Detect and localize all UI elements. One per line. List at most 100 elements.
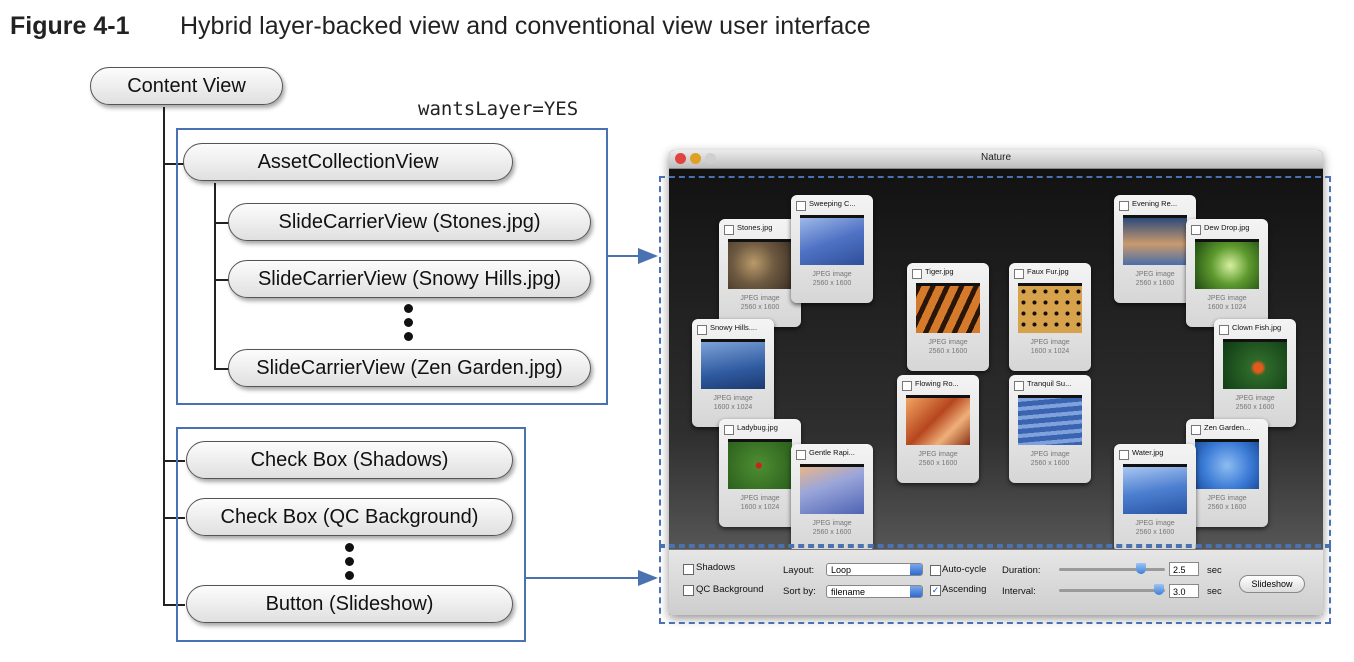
close-button[interactable] xyxy=(675,153,686,164)
slide-thumbnail xyxy=(728,439,792,489)
duration-slider-knob[interactable] xyxy=(1136,563,1146,574)
slide-checkbox[interactable] xyxy=(912,269,922,279)
slide-dimensions: 1600 x 1024 xyxy=(1207,304,1247,311)
slide-checkbox[interactable] xyxy=(697,325,707,335)
wants-layer-label: wantsLayer=YES xyxy=(418,98,579,120)
interval-field[interactable]: 3.0 xyxy=(1169,584,1199,598)
auto-cycle-checkbox[interactable] xyxy=(930,565,941,576)
qc-background-checkbox[interactable] xyxy=(683,585,694,596)
slide-carrier[interactable]: Flowing Ro... JPEG image 2560 x 1600 xyxy=(897,375,979,483)
slide-name: Zen Garden... xyxy=(1204,423,1251,432)
slide-carrier[interactable]: Tranquil Su... JPEG image 2560 x 1600 xyxy=(1009,375,1091,483)
slide-name: Snowy Hills.... xyxy=(710,323,758,332)
slide-dimensions: 1600 x 1024 xyxy=(740,504,780,511)
slide-checkbox[interactable] xyxy=(796,201,806,211)
slide-thumbnail xyxy=(1195,239,1259,289)
ellipsis-dot xyxy=(404,304,413,313)
slide-name: Flowing Ro... xyxy=(915,379,959,388)
slide-dimensions: 1600 x 1024 xyxy=(713,404,753,411)
slide-type: JPEG image xyxy=(1030,451,1070,458)
slide-thumbnail xyxy=(701,339,765,389)
sort-popup[interactable]: filename xyxy=(826,585,923,598)
window-title: Nature xyxy=(980,152,1011,163)
slide-checkbox[interactable] xyxy=(724,425,734,435)
slide-name: Tiger.jpg xyxy=(925,267,954,276)
slide-name: Gentle Rapi... xyxy=(809,448,855,457)
slide-checkbox[interactable] xyxy=(796,450,806,460)
conventional-frame xyxy=(176,427,526,642)
layer-backed-frame xyxy=(176,128,608,405)
slide-checkbox[interactable] xyxy=(1014,381,1024,391)
layout-label: Layout: xyxy=(783,565,815,576)
layout-popup[interactable]: Loop xyxy=(826,563,923,576)
zoom-button[interactable] xyxy=(705,153,716,164)
slide-carrier[interactable]: Snowy Hills.... JPEG image 1600 x 1024 xyxy=(692,319,774,427)
interval-slider-track[interactable] xyxy=(1059,589,1165,592)
slideshow-button[interactable]: Slideshow xyxy=(1239,575,1305,593)
slide-name: Faux Fur.jpg xyxy=(1027,267,1069,276)
slide-type: JPEG image xyxy=(713,395,753,402)
slide-dimensions: 2560 x 1600 xyxy=(740,304,780,311)
control-node: Check Box (Shadows) xyxy=(186,441,513,479)
slide-name: Dew Drop.jpg xyxy=(1204,223,1250,232)
slide-type: JPEG image xyxy=(1135,520,1175,527)
slide-checkbox[interactable] xyxy=(1191,225,1201,235)
slide-thumbnail xyxy=(800,464,864,514)
slide-thumbnail xyxy=(800,215,864,265)
duration-slider-track[interactable] xyxy=(1059,568,1165,571)
slide-thumbnail xyxy=(728,239,792,289)
popup-arrow-icon xyxy=(910,586,922,597)
slide-dimensions: 2560 x 1600 xyxy=(1030,460,1070,467)
slide-carrier-node: SlideCarrierView (Stones.jpg) xyxy=(228,203,591,241)
slide-checkbox[interactable] xyxy=(1219,325,1229,335)
content-view-node: Content View xyxy=(90,67,283,105)
layer-backed-region xyxy=(659,176,1331,546)
slide-type: JPEG image xyxy=(1235,395,1275,402)
slide-thumbnail xyxy=(1018,283,1082,333)
duration-field[interactable]: 2.5 xyxy=(1169,562,1199,576)
slide-thumbnail xyxy=(1123,215,1187,265)
sort-value: filename xyxy=(831,587,866,597)
ascending-checkbox[interactable]: ✓ xyxy=(930,585,941,596)
slide-type: JPEG image xyxy=(918,451,958,458)
shadows-checkbox[interactable] xyxy=(683,564,694,575)
slide-type: JPEG image xyxy=(812,271,852,278)
slide-type: JPEG image xyxy=(740,495,780,502)
slide-dimensions: 2560 x 1600 xyxy=(1135,280,1175,287)
slide-name: Clown Fish.jpg xyxy=(1232,323,1282,332)
popup-arrow-icon xyxy=(910,564,922,575)
connector-button xyxy=(163,604,185,606)
slide-carrier-node: SlideCarrierView (Snowy Hills.jpg) xyxy=(228,260,591,298)
slide-dimensions: 2560 x 1600 xyxy=(1235,404,1275,411)
slide-dimensions: 2560 x 1600 xyxy=(918,460,958,467)
slide-checkbox[interactable] xyxy=(1014,269,1024,279)
slide-thumbnail xyxy=(906,395,970,445)
root-trunk-line xyxy=(163,107,165,604)
slide-checkbox[interactable] xyxy=(1119,450,1129,460)
slide-checkbox[interactable] xyxy=(724,225,734,235)
slide-checkbox[interactable] xyxy=(902,381,912,391)
slide-type: JPEG image xyxy=(740,295,780,302)
slide-name: Tranquil Su... xyxy=(1027,379,1072,388)
interval-label: Interval: xyxy=(1002,586,1036,597)
slide-thumbnail xyxy=(916,283,980,333)
minimize-button[interactable] xyxy=(690,153,701,164)
slide-checkbox[interactable] xyxy=(1191,425,1201,435)
interval-slider-knob[interactable] xyxy=(1154,584,1164,595)
auto-cycle-label: Auto-cycle xyxy=(942,564,987,575)
slide-checkbox[interactable] xyxy=(1119,201,1129,211)
asset-collection-node: AssetCollectionView xyxy=(183,143,513,181)
slide-dimensions: 2560 x 1600 xyxy=(812,529,852,536)
ellipsis-dot xyxy=(345,571,354,580)
